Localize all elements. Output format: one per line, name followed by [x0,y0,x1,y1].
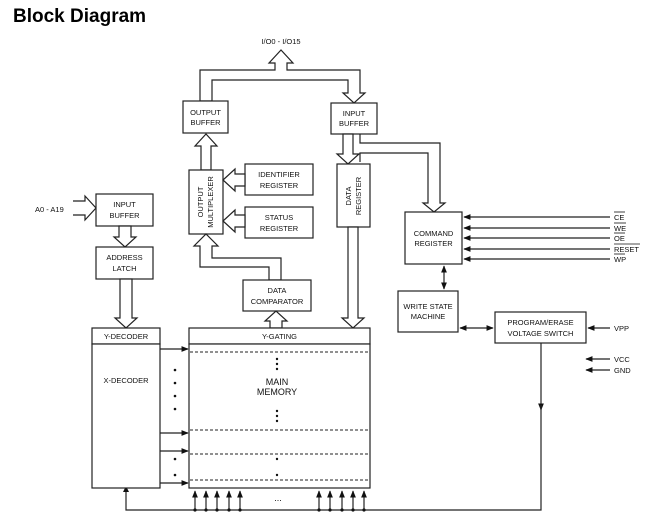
write-state-machine-block: WRITE STATE MACHINE [397,290,459,333]
svg-text:WRITE STATE: WRITE STATE [403,302,452,311]
command-register-block: COMMAND REGISTER [404,211,463,265]
svg-text:INPUT: INPUT [113,200,136,209]
vpp-label: VPP [614,324,629,333]
svg-text:PROGRAM/ERASE: PROGRAM/ERASE [507,318,573,327]
program-erase-switch-block: PROGRAM/ERASE VOLTAGE SWITCH [494,311,587,344]
address-latch-block: ADDRESS LATCH [95,246,154,280]
data-comparator-block: DATA COMPARATOR [242,279,312,312]
svg-text:OUTPUT: OUTPUT [190,108,221,117]
svg-text:BUFFER: BUFFER [191,118,222,127]
we-label: WE [614,224,626,233]
comparator-to-mux-bus [192,233,282,281]
x-decoder-block: X-DECODER [91,343,161,489]
svg-text:Y-GATING: Y-GATING [262,332,297,341]
input-buffer-addr-block: INPUT BUFFER [95,193,154,227]
gnd-label: GND [614,366,631,375]
svg-text:Y-DECODER: Y-DECODER [104,332,149,341]
identifier-register-block: IDENTIFIER REGISTER [244,163,314,196]
svg-text:ADDRESS: ADDRESS [106,253,142,262]
main-memory-block: MAIN MEMORY [188,343,371,489]
svg-text:DATA: DATA [344,187,353,206]
status-register-block: STATUS REGISTER [244,206,314,239]
svg-text:MACHINE: MACHINE [411,312,446,321]
column-input-lines [192,490,367,512]
svg-text:REGISTER: REGISTER [260,181,299,190]
output-multiplexer-block: OUTPUT MULTIPLEXER [188,169,224,235]
wp-label: WP [614,255,626,264]
io-bus-label: I/O0 - I/O15 [261,37,300,46]
svg-text:MULTIPLEXER: MULTIPLEXER [206,176,215,228]
svg-text:DATA: DATA [268,286,287,295]
svg-text:X-DECODER: X-DECODER [103,376,149,385]
svg-text:IDENTIFIER: IDENTIFIER [258,170,300,179]
latch-to-ydecoder-bus [113,278,139,329]
row-select-lines [160,346,189,486]
svg-text:REGISTER: REGISTER [260,224,299,233]
input-buffer-to-command-register-bus [359,134,447,213]
main-memory-label-1: MAIN [266,377,289,387]
output-buffer-block: OUTPUT BUFFER [182,100,229,134]
data-register-to-ygating-bus [340,226,366,329]
ce-label: CE [614,213,624,222]
svg-text:COMMAND: COMMAND [414,229,454,238]
input-buffer-to-data-register-bus [335,133,361,165]
oe-label: OE [614,234,625,243]
data-register-block: DATA REGISTER [336,163,371,228]
y-decoder-block: Y-DECODER [91,327,161,345]
y-gating-block: Y-GATING [188,327,371,345]
svg-text:INPUT: INPUT [343,109,366,118]
xdecoder-input-arrowhead [123,486,129,492]
control-signals: CE WE OE RESET WP [463,211,640,264]
input-buffer-io-block: INPUT BUFFER [330,102,378,135]
vcc-label: VCC [614,355,630,364]
svg-text:BUFFER: BUFFER [110,211,141,220]
svg-text:STATUS: STATUS [265,213,293,222]
identifier-to-mux-bus [222,167,246,193]
svg-text:COMPARATOR: COMPARATOR [251,297,304,306]
svg-text:LATCH: LATCH [112,264,136,273]
diagram-title: Block Diagram [13,6,147,27]
svg-text:REGISTER: REGISTER [354,176,363,215]
svg-text:REGISTER: REGISTER [414,239,453,248]
svg-text:VOLTAGE SWITCH: VOLTAGE SWITCH [508,329,574,338]
reset-label: RESET [614,245,639,254]
input-buffer-to-latch-bus [112,225,138,248]
status-to-mux-bus [222,208,246,234]
column-ellipsis: ... [274,493,282,503]
svg-text:OUTPUT: OUTPUT [196,186,205,217]
address-bus-label: A0 - A19 [35,205,64,214]
ygating-to-comparator-bus [263,310,289,329]
io-bus [199,49,367,104]
svg-text:BUFFER: BUFFER [339,119,370,128]
mux-to-output-buffer-bus [193,133,219,171]
bottom-bus-line [125,405,542,511]
address-input-bus [73,194,97,222]
main-memory-label-2: MEMORY [257,387,297,397]
